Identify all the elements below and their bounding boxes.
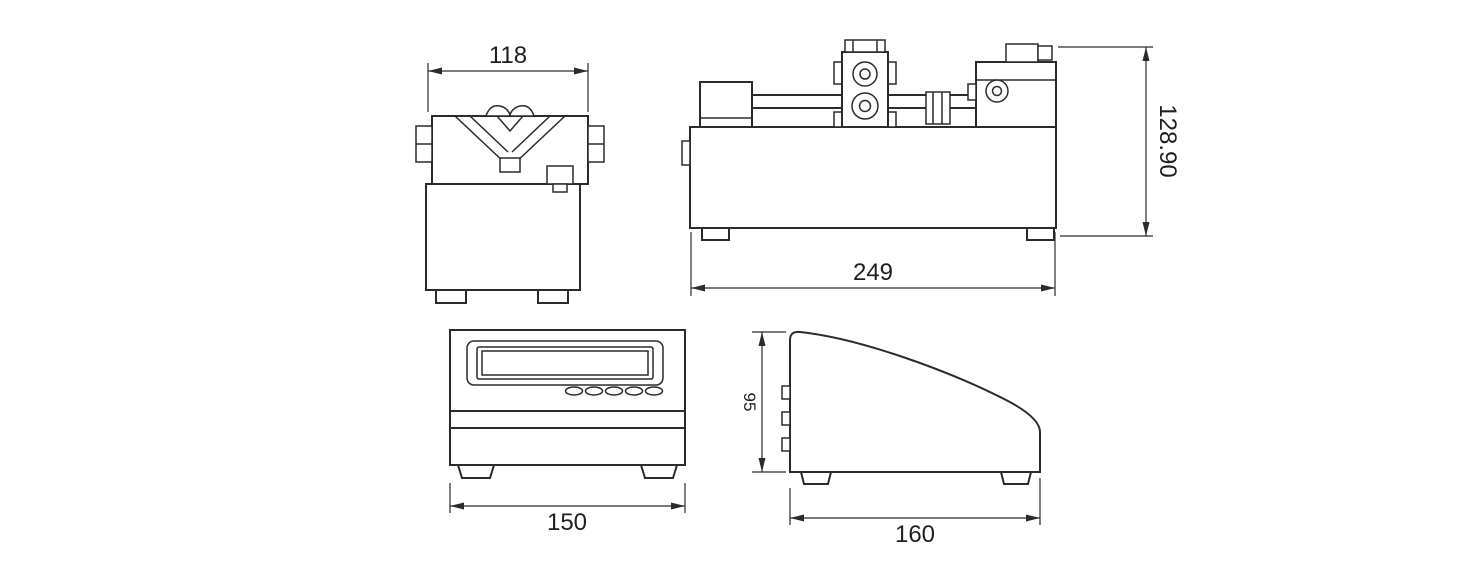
dimension-controller-side-depth: 160 — [789, 478, 1041, 548]
rod-bracket — [967, 83, 977, 101]
carriage-knob-lower-center — [858, 99, 872, 113]
panel-button — [604, 386, 624, 396]
head-clamp-notch — [496, 115, 524, 133]
dimension-pump-side-length: 249 — [690, 232, 1056, 296]
controller-side-profile — [789, 330, 1041, 473]
v-groove-line — [454, 115, 507, 165]
dim-label-pump-front-width: 118 — [489, 42, 527, 69]
v-groove-line — [513, 115, 566, 165]
pump-base-side — [689, 126, 1057, 229]
dimension-pump-front-width: 118 — [427, 42, 589, 112]
dim-label-controller-side-height: 95 — [740, 393, 759, 412]
head-clamp — [484, 104, 536, 118]
pump-front-part — [415, 104, 605, 304]
pump-side-view: 249 128.90 — [681, 39, 1181, 296]
carriage-top-cap — [844, 39, 886, 53]
end-block-left — [699, 81, 753, 128]
head-plate-small — [552, 183, 568, 193]
side-connector — [781, 437, 791, 452]
carriage-knob-upper-center — [859, 68, 871, 80]
dimension-controller-side-height: 95 — [740, 331, 786, 473]
controller-front-view: 150 — [449, 329, 686, 536]
dim-label-pump-side-length: 249 — [853, 259, 893, 286]
thumb-screw-cap — [1037, 45, 1053, 61]
end-knob-center — [991, 85, 1003, 97]
dimension-pump-side-height: 128.90 — [1058, 46, 1181, 237]
panel-button — [644, 386, 664, 396]
carriage-ear-right — [887, 61, 897, 85]
pump-foot — [435, 289, 467, 304]
pump-front-view: 118 — [415, 42, 605, 304]
pump-base-body — [425, 183, 581, 291]
panel-button — [584, 386, 604, 396]
controller-side-part — [781, 330, 1041, 485]
display-screen — [476, 346, 654, 380]
dim-label-controller-side-depth: 160 — [895, 521, 935, 548]
pump-side-part — [681, 39, 1057, 241]
controller-foot — [999, 471, 1033, 485]
head-plate — [546, 165, 574, 185]
carriage-knob-upper — [852, 61, 878, 87]
v-groove-line — [511, 115, 551, 153]
thumb-screw-body — [1005, 43, 1039, 63]
panel-button — [624, 386, 644, 396]
pump-foot — [537, 289, 569, 304]
rod-block — [925, 91, 951, 125]
tube-clamp-block — [499, 157, 521, 173]
pump-foot — [701, 227, 730, 241]
carriage-ear-left — [833, 61, 843, 85]
controller-foot — [799, 471, 833, 485]
side-connector — [781, 411, 791, 426]
v-groove-line — [469, 115, 509, 153]
controller-side-view: 95 160 — [740, 330, 1041, 548]
controller-foot — [456, 464, 496, 479]
controller-foot — [639, 464, 679, 479]
base-left-tab — [681, 140, 691, 166]
display-screen-inner — [481, 350, 649, 376]
side-connector — [781, 385, 791, 400]
panel-button — [564, 386, 584, 396]
dim-label-controller-front-width: 150 — [547, 509, 587, 536]
carriage-knob-lower — [851, 92, 879, 120]
dim-label-pump-side-height: 128.90 — [1154, 104, 1181, 177]
end-knob — [985, 79, 1009, 103]
dimension-controller-front-width: 150 — [449, 483, 686, 536]
pump-foot — [1026, 227, 1055, 241]
controller-front-part — [449, 329, 686, 479]
